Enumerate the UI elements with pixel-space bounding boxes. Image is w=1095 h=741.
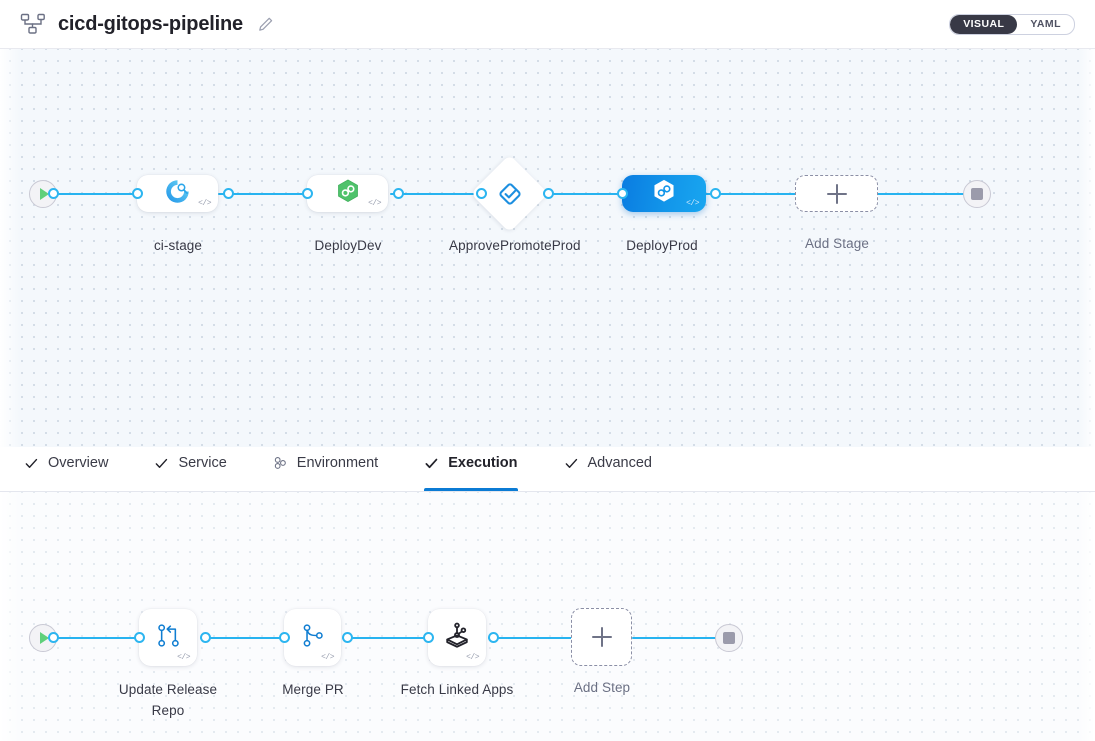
- deployprod-output-port[interactable]: [710, 188, 721, 199]
- stage-canvas[interactable]: </> ci-stage </> DeployDev: [0, 49, 1095, 447]
- code-marker-icon: </>: [321, 653, 334, 662]
- view-mode-toggle[interactable]: VISUAL YAML: [949, 13, 1075, 35]
- tab-label: Environment: [296, 455, 379, 471]
- edge-deploydev-to-approve: [390, 193, 480, 195]
- stage-node-ci-stage[interactable]: </>: [137, 175, 218, 212]
- tab-label: Overview: [48, 455, 109, 471]
- tab-overview[interactable]: Overview: [24, 447, 126, 491]
- exec-start-output-port[interactable]: [48, 632, 59, 643]
- add-stage-label: Add Stage: [805, 236, 869, 251]
- step-label-update-release-repo: Update Release Repo: [118, 682, 218, 718]
- tab-label: Execution: [448, 455, 518, 471]
- stop-icon: [971, 188, 983, 200]
- ci-build-icon: [164, 178, 191, 210]
- argo-hexagon-white-icon: [651, 178, 677, 209]
- stage-label-approvepromoteprod: ApprovePromoteProd: [449, 238, 581, 253]
- play-icon: [40, 188, 49, 200]
- check-icon: [154, 456, 169, 471]
- add-step-label: Add Step: [573, 680, 631, 695]
- edge-approve-to-deployprod: [538, 193, 636, 195]
- merge-pr-input-port[interactable]: [279, 632, 290, 643]
- edge-add-step-to-end: [632, 637, 722, 639]
- step-node-fetch-linked-apps[interactable]: </>: [428, 609, 486, 666]
- pipeline-icon: [20, 13, 46, 35]
- approve-output-port[interactable]: [543, 188, 554, 199]
- edge-start-to-ci-stage: [48, 193, 148, 195]
- deploydev-input-port[interactable]: [302, 188, 313, 199]
- execution-end[interactable]: [715, 624, 743, 652]
- ci-stage-output-port[interactable]: [223, 188, 234, 199]
- edge-merge-pr-to-fetch-linked-apps: [342, 637, 442, 639]
- merge-pr-output-port[interactable]: [342, 632, 353, 643]
- toggle-option-yaml[interactable]: YAML: [1030, 17, 1061, 30]
- plus-icon: [591, 627, 612, 647]
- approval-diamond-check-icon: [491, 175, 528, 212]
- code-marker-icon: </>: [177, 653, 190, 662]
- tab-service[interactable]: Service: [154, 447, 244, 491]
- page-title: cicd-gitops-pipeline: [58, 13, 243, 35]
- git-merge-icon: [297, 620, 328, 656]
- add-stage-button[interactable]: [795, 175, 878, 212]
- step-node-update-release-repo[interactable]: </>: [139, 609, 197, 666]
- deploydev-output-port[interactable]: [393, 188, 404, 199]
- environment-cluster-icon: [273, 456, 288, 471]
- stop-icon: [723, 632, 735, 644]
- code-marker-icon: </>: [686, 199, 699, 208]
- step-label-merge-pr: Merge PR: [282, 682, 344, 697]
- stage-label-deployprod: DeployProd: [626, 238, 698, 253]
- check-icon: [564, 456, 579, 471]
- edge-ci-stage-to-deploydev: [218, 193, 328, 195]
- deployprod-input-port[interactable]: [617, 188, 628, 199]
- tab-execution[interactable]: Execution: [424, 447, 535, 491]
- edge-start-to-update-release-repo: [48, 637, 148, 639]
- tab-label: Advanced: [587, 455, 653, 471]
- plus-icon: [826, 183, 847, 204]
- code-marker-icon: </>: [368, 199, 381, 208]
- app-header: cicd-gitops-pipeline VISUAL YAML: [0, 0, 1095, 49]
- stage-label-ci-stage: ci-stage: [153, 238, 203, 253]
- edge-update-release-repo-to-merge-pr: [200, 637, 295, 639]
- stage-label-deploydev: DeployDev: [314, 238, 382, 253]
- git-branch-update-icon: [153, 620, 184, 656]
- fetch-linked-apps-icon: [441, 619, 473, 656]
- execution-step-canvas[interactable]: </> Update Release Repo </> Merge PR: [0, 492, 1095, 741]
- tab-environment[interactable]: Environment: [273, 447, 396, 491]
- stage-node-deploydev[interactable]: </>: [307, 175, 388, 212]
- play-icon: [40, 632, 49, 644]
- check-icon: [424, 456, 439, 471]
- stage-node-deployprod[interactable]: </>: [622, 175, 706, 212]
- step-label-fetch-linked-apps: Fetch Linked Apps: [400, 682, 514, 697]
- check-icon: [24, 456, 39, 471]
- code-marker-icon: </>: [466, 653, 479, 662]
- tab-advanced[interactable]: Advanced: [564, 447, 671, 491]
- update-release-repo-output-port[interactable]: [200, 632, 211, 643]
- code-marker-icon: </>: [198, 199, 211, 208]
- stage-config-tabs: Overview Service Environment: [0, 447, 1095, 492]
- ci-stage-input-port[interactable]: [132, 188, 143, 199]
- approve-input-port[interactable]: [476, 188, 487, 199]
- pipeline-end[interactable]: [963, 180, 991, 208]
- edge-add-stage-to-end: [872, 193, 970, 195]
- edge-fetch-linked-apps-to-add-step: [488, 637, 572, 639]
- argo-hexagon-green-icon: [335, 178, 361, 209]
- pencil-edit-icon[interactable]: [257, 16, 274, 33]
- fetch-linked-apps-input-port[interactable]: [423, 632, 434, 643]
- add-step-button[interactable]: [571, 608, 632, 666]
- step-node-merge-pr[interactable]: </>: [284, 609, 341, 666]
- header-left-group: cicd-gitops-pipeline: [20, 13, 274, 35]
- tab-label: Service: [178, 455, 227, 471]
- header-right-group: VISUAL YAML: [949, 13, 1075, 35]
- toggle-option-visual[interactable]: VISUAL: [950, 14, 1018, 34]
- start-output-port[interactable]: [48, 188, 59, 199]
- fetch-linked-apps-output-port[interactable]: [488, 632, 499, 643]
- edge-deployprod-to-add-stage: [705, 193, 805, 195]
- update-release-repo-input-port[interactable]: [134, 632, 145, 643]
